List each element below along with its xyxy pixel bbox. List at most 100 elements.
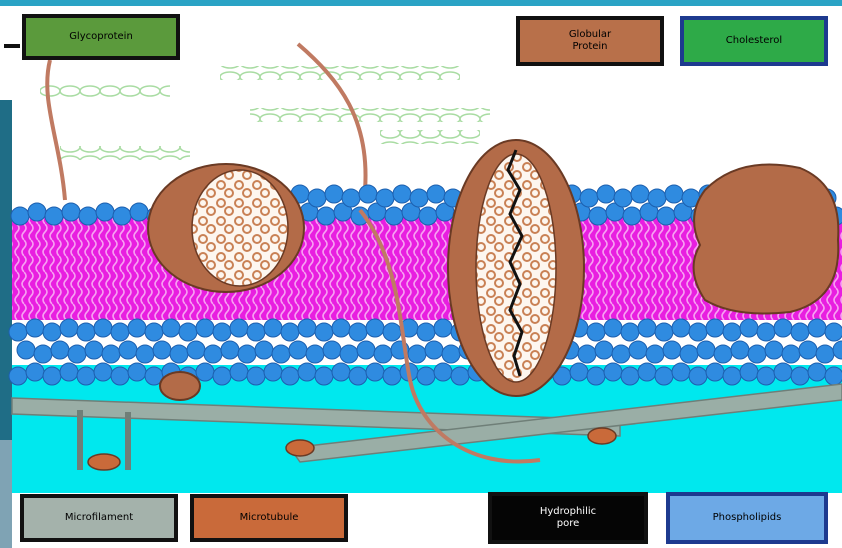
phospholipid-head xyxy=(706,363,724,381)
phospholipid-head xyxy=(631,185,649,203)
phospholipid-head xyxy=(298,319,316,337)
phospholipid-head xyxy=(366,319,384,337)
phospholipid-head xyxy=(113,207,131,225)
hydrophilic-pore-protein xyxy=(448,140,584,396)
phospholipid-head xyxy=(374,345,392,363)
phospholipid-head xyxy=(9,323,27,341)
phospholipid-head xyxy=(281,323,299,341)
phospholipid-head xyxy=(325,185,343,203)
phospholipid-head xyxy=(196,363,214,381)
phospholipid-head xyxy=(187,341,205,359)
phospholipid-head xyxy=(247,323,265,341)
phospholipid-head xyxy=(589,207,607,225)
phospholipid-head xyxy=(145,323,163,341)
phospholipid-head xyxy=(427,185,445,203)
globular-protein-label: Globular Protein xyxy=(516,16,664,66)
phospholipid-head xyxy=(315,323,333,341)
slide-top-bar xyxy=(0,0,842,6)
phospholipid-head xyxy=(757,323,775,341)
phospholipid-head xyxy=(385,207,403,225)
phospholipid-head xyxy=(578,345,596,363)
phospholipid-head xyxy=(757,367,775,385)
phospholipid-head xyxy=(340,345,358,363)
phospholipid-head xyxy=(714,345,732,363)
phospholipid-head xyxy=(612,345,630,363)
phospholipid-head xyxy=(213,367,231,385)
phospholipid-head xyxy=(383,323,401,341)
phospholipid-head xyxy=(393,185,411,203)
phospholipid-head xyxy=(442,345,460,363)
phospholipid-head xyxy=(94,319,112,337)
phospholipid-head xyxy=(162,319,180,337)
phospholipid-head xyxy=(648,189,666,207)
phospholipid-head xyxy=(281,367,299,385)
phospholipid-head xyxy=(77,367,95,385)
phospholipid-head xyxy=(213,323,231,341)
phospholipid-head xyxy=(26,319,44,337)
phospholipid-head xyxy=(816,345,834,363)
phospholipid-head xyxy=(774,363,792,381)
phospholipid-head xyxy=(417,323,435,341)
phospholipid-head xyxy=(570,363,588,381)
phospholipid-head xyxy=(663,341,681,359)
phospholipid-head xyxy=(130,203,148,221)
phospholipid-head xyxy=(238,345,256,363)
phospholipid-head xyxy=(604,363,622,381)
phospholipid-head xyxy=(791,367,809,385)
glycoprotein-label: Glycoprotein xyxy=(22,14,180,60)
phospholipid-head xyxy=(587,323,605,341)
phospholipid-head xyxy=(383,367,401,385)
phospholipid-head xyxy=(43,367,61,385)
phospholipid-head xyxy=(221,341,239,359)
phospholipid-head xyxy=(79,207,97,225)
phospholipid-head xyxy=(689,323,707,341)
phospholipid-head xyxy=(94,363,112,381)
phospholipid-head xyxy=(332,319,350,337)
phospholipid-head xyxy=(434,319,452,337)
phospholipid-head xyxy=(68,345,86,363)
phospholipid-head xyxy=(597,185,615,203)
phospholipid-head xyxy=(629,341,647,359)
phospholipid-head xyxy=(740,319,758,337)
phospholipid-head xyxy=(833,341,842,359)
phospholipid-head xyxy=(655,323,673,341)
phospholipid-head xyxy=(799,341,817,359)
phospholipid-head xyxy=(196,319,214,337)
phospholipid-head xyxy=(26,363,44,381)
phospholipid-head xyxy=(723,323,741,341)
phospholipid-head xyxy=(308,189,326,207)
phospholipid-head xyxy=(366,363,384,381)
phospholipid-head xyxy=(825,323,842,341)
phospholipid-head xyxy=(434,363,452,381)
microtubule-label: Microtubule xyxy=(190,494,348,542)
phospholipid-head xyxy=(349,323,367,341)
phospholipid-head xyxy=(111,367,129,385)
phospholipid-head xyxy=(731,341,749,359)
phospholipid-head xyxy=(808,319,826,337)
phospholipid-head xyxy=(765,341,783,359)
hydrophilic-pore-label: Hydrophilic pore xyxy=(488,492,648,544)
phospholipid-head xyxy=(825,367,842,385)
phospholipid-head xyxy=(230,363,248,381)
phospholipid-head xyxy=(723,367,741,385)
phospholipid-head xyxy=(774,319,792,337)
phospholipid-head xyxy=(808,363,826,381)
phospholipid-head xyxy=(272,345,290,363)
phospholipid-head xyxy=(77,323,95,341)
phospholipid-head xyxy=(614,189,632,207)
phospholipid-head xyxy=(45,207,63,225)
slide-bullet-marker xyxy=(4,44,20,48)
phospholipid-head xyxy=(306,345,324,363)
phospholipid-head xyxy=(136,345,154,363)
phospholipid-head xyxy=(665,185,683,203)
phospholipid-head xyxy=(408,345,426,363)
phospholipid-head xyxy=(604,319,622,337)
phospholipid-head xyxy=(680,345,698,363)
phospholipid-head xyxy=(595,341,613,359)
phospholipid-head xyxy=(621,367,639,385)
phospholipid-head xyxy=(425,341,443,359)
phospholipid-head xyxy=(417,367,435,385)
inner-phospholipid-heads xyxy=(9,319,842,385)
phospholipid-head xyxy=(128,363,146,381)
phospholipid-head xyxy=(587,367,605,385)
